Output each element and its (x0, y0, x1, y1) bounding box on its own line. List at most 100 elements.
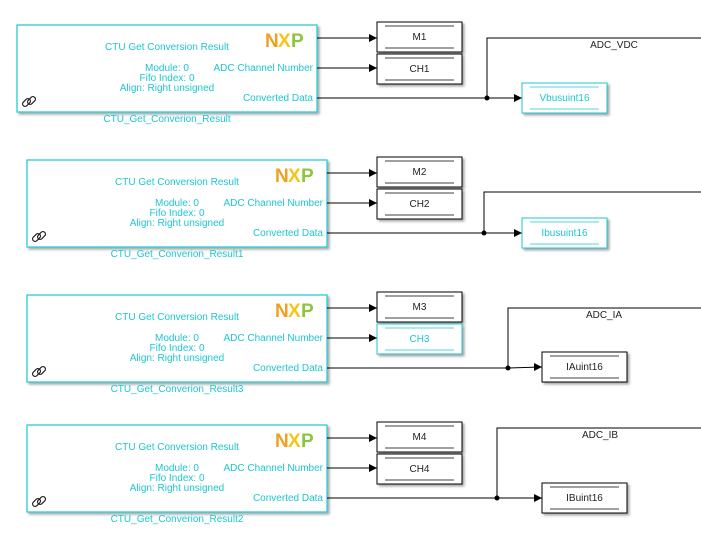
module-param: Module: 0 (145, 63, 189, 74)
arrowhead (514, 229, 522, 237)
branch-line[interactable] (507, 307, 701, 368)
block-name-label: CTU_Get_Converion_Result3 (111, 384, 244, 395)
link-icon (31, 495, 47, 508)
output-block-label: Vbusuint16 (539, 93, 589, 104)
arrowhead (534, 363, 542, 371)
channel-constant-block-frame[interactable] (376, 188, 463, 220)
fifo-param: Fifo Index: 0 (139, 73, 194, 84)
logo-n: N (275, 166, 289, 187)
branch-line[interactable] (483, 191, 701, 233)
module-constant-block-frame[interactable] (376, 21, 463, 53)
junction-dot (505, 365, 511, 371)
ctu-block-frame[interactable] (26, 424, 328, 513)
logo-n: N (265, 31, 279, 52)
logo-n: N (275, 431, 289, 452)
logo-x: X (288, 431, 301, 452)
align-param: Align: Right unsigned (120, 83, 215, 94)
channel-constant-block-frame[interactable] (376, 453, 463, 485)
port-adc-channel-number: ADC Channel Number (224, 463, 324, 474)
fifo-param: Fifo Index: 0 (149, 473, 204, 484)
channel-constant-block[interactable]: CH3 (376, 323, 463, 355)
module-constant-block-label: M2 (413, 167, 427, 178)
ctu-block-frame[interactable] (16, 24, 318, 113)
arrowhead (369, 169, 377, 177)
output-block[interactable]: Ibusuint16 (521, 217, 608, 249)
arrowhead (369, 34, 377, 42)
arrowhead (369, 434, 377, 442)
ctu-block-frame[interactable] (26, 159, 328, 248)
module-constant-block[interactable]: M1 (376, 21, 463, 53)
channel-constant-block-frame[interactable] (376, 53, 463, 85)
module-constant-block[interactable]: M2 (376, 156, 463, 188)
output-block[interactable]: IAuint16 (541, 351, 628, 383)
port-converted-data: Converted Data (253, 493, 323, 504)
junction-dot (494, 495, 500, 501)
block-title: CTU Get Conversion Result (115, 442, 239, 453)
link-icon-ring (36, 495, 47, 506)
ctu-block-frame[interactable] (26, 294, 328, 383)
align-param: Align: Right unsigned (130, 353, 225, 364)
channel-constant-block-label: CH1 (409, 64, 429, 75)
output-block-label: Ibusuint16 (541, 228, 588, 239)
link-icon (31, 230, 47, 243)
link-icon-ring (26, 95, 37, 106)
output-block-frame[interactable] (521, 82, 608, 114)
module-constant-block-frame[interactable] (376, 156, 463, 188)
branch-line[interactable] (496, 427, 701, 498)
logo-n: N (275, 301, 289, 322)
junction-dot (484, 95, 490, 101)
signal-name-label: ADC_VDC (590, 40, 638, 51)
module-constant-block-frame[interactable] (376, 421, 463, 453)
port-adc-channel-number: ADC Channel Number (224, 333, 324, 344)
align-param: Align: Right unsigned (130, 483, 225, 494)
output-block[interactable]: Vbusuint16 (521, 82, 608, 114)
logo-x: X (288, 166, 301, 187)
logo-p: P (301, 166, 314, 187)
module-param: Module: 0 (155, 333, 199, 344)
port-converted-data: Converted Data (253, 228, 323, 239)
arrowhead (514, 94, 522, 102)
output-block[interactable]: IBuint16 (541, 482, 628, 514)
module-constant-block-label: M4 (413, 432, 427, 443)
branch-line[interactable] (486, 37, 701, 98)
module-constant-block[interactable]: M4 (376, 421, 463, 453)
link-icon-ring (36, 365, 47, 376)
channel-constant-block-label: CH3 (409, 334, 429, 345)
block-title: CTU Get Conversion Result (115, 177, 239, 188)
channel-constant-block-label: CH2 (409, 199, 429, 210)
channel-constant-block[interactable]: CH2 (376, 188, 463, 220)
arrowhead (369, 334, 377, 342)
arrowhead (369, 64, 377, 72)
port-converted-data: Converted Data (243, 93, 313, 104)
link-icon (31, 365, 47, 378)
module-constant-block-frame[interactable] (376, 291, 463, 323)
fifo-param: Fifo Index: 0 (149, 343, 204, 354)
logo-p: P (301, 431, 314, 452)
logo-p: P (301, 301, 314, 322)
align-param: Align: Right unsigned (130, 218, 225, 229)
output-block-label: IAuint16 (566, 362, 603, 373)
module-constant-block[interactable]: M3 (376, 291, 463, 323)
channel-constant-block[interactable]: CH4 (376, 453, 463, 485)
signal-name-label: ADC_IA (586, 310, 622, 321)
channel-constant-block-label: CH4 (409, 464, 429, 475)
arrowhead (369, 304, 377, 312)
signal-name-label: ADC_IB (582, 430, 618, 441)
channel-constant-block[interactable]: CH1 (376, 53, 463, 85)
channel-constant-block-frame[interactable] (376, 323, 463, 355)
module-param: Module: 0 (155, 463, 199, 474)
module-constant-block-label: M3 (413, 302, 427, 313)
logo-p: P (291, 31, 304, 52)
